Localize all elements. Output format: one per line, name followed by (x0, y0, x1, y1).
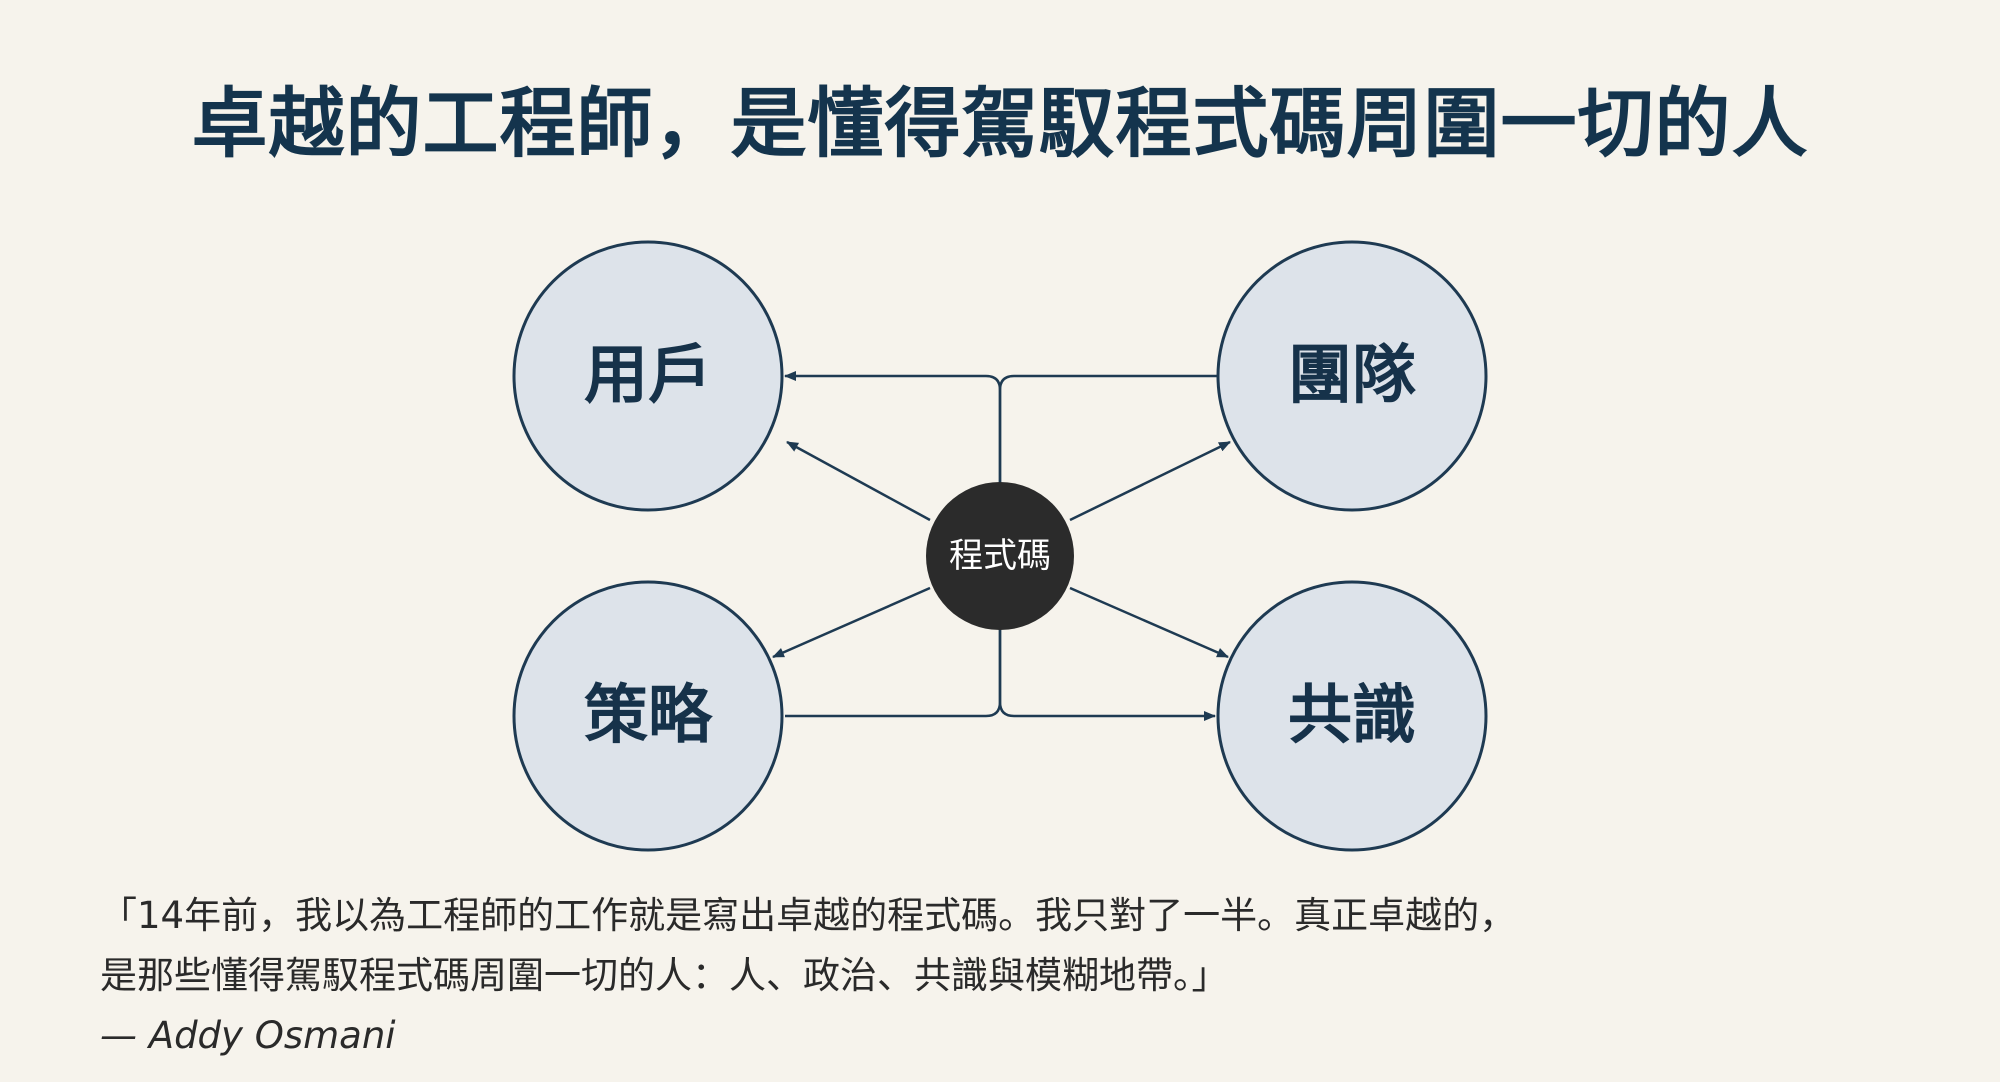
quote-line-1: 「14年前，我以為工程師的工作就是寫出卓越的程式碼。我只對了一半。真正卓越的， (100, 894, 1517, 937)
arrow-to-users-diagonal (786, 440, 931, 522)
arrow-to-consensus-diagonal (1069, 586, 1229, 659)
node-strategy-label: 策略 (584, 679, 713, 753)
node-consensus-circle (1216, 580, 1488, 852)
node-consensus: 共識 (1216, 580, 1488, 852)
node-team: 團隊 (1216, 240, 1488, 512)
quote-author: — Addy Osmani (100, 1014, 396, 1057)
node-team-circle (1216, 240, 1488, 512)
node-strategy: 策略 (512, 580, 784, 852)
node-code-center: 程式碼 (926, 482, 1074, 630)
node-team-label: 團隊 (1288, 339, 1416, 413)
node-users-circle (512, 240, 784, 512)
node-strategy-circle (512, 580, 784, 852)
node-code-circle (926, 482, 1074, 630)
arrow-to-consensus-elbow (998, 628, 1216, 721)
quote-block: 「14年前，我以為工程師的工作就是寫出卓越的程式碼。我只對了一半。真正卓越的， … (100, 886, 1960, 1066)
node-code-label: 程式碼 (949, 536, 1051, 576)
quote-line-2: 是那些懂得駕馭程式碼周圍一切的人：人、政治、共識與模糊地帶。」 (100, 954, 1229, 997)
node-users: 用戶 (512, 240, 784, 512)
node-consensus-label: 共識 (1288, 679, 1416, 753)
line-from-team-elbow (998, 374, 1217, 490)
connector-lines (772, 371, 1231, 721)
arrow-to-strategy-diagonal (772, 586, 931, 659)
arrow-to-team-diagonal (1069, 440, 1231, 522)
page-title: 卓越的工程師，是懂得駕馭程式碼周圍一切的人 (191, 79, 1809, 168)
line-from-strategy-elbow (785, 628, 1002, 718)
arrow-to-users-elbow (784, 371, 1002, 490)
node-users-label: 用戶 (584, 339, 712, 413)
